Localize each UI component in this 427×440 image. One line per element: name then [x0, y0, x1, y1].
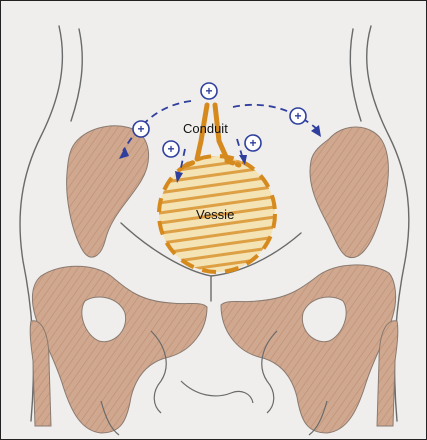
right-iliac-bone: [310, 127, 388, 258]
left-iliac-bone: [67, 126, 149, 257]
electrode-sign-right: +: [294, 109, 301, 123]
electrode-sign-mid-right: +: [249, 136, 256, 150]
electrode-sign-left: +: [137, 122, 144, 136]
right-pubic-bone: [221, 265, 396, 433]
label-vessie: Vessie: [196, 207, 234, 222]
electrode-sign-mid-left: +: [167, 142, 174, 156]
label-conduit: Conduit: [183, 121, 228, 136]
left-pubic-bone: [32, 266, 207, 433]
electrode-sign-top: +: [205, 84, 212, 98]
